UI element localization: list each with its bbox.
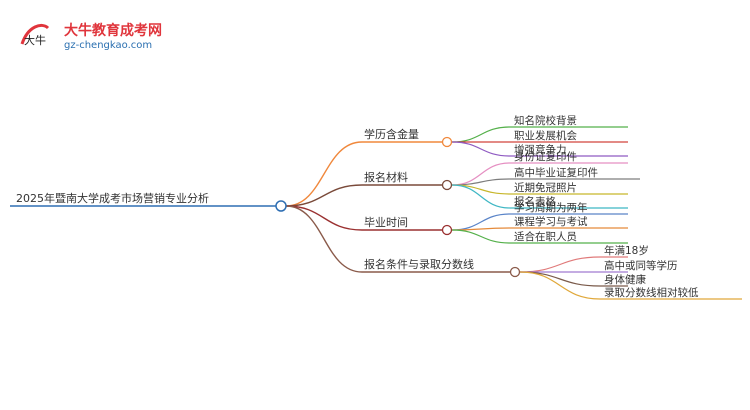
branch-node <box>441 179 453 191</box>
leaf-connector <box>451 141 511 157</box>
logo-mark-icon: 大牛 <box>20 23 50 47</box>
branch-label: 报名条件与录取分数线 <box>364 257 474 271</box>
branch-label: 学历含金量 <box>364 127 419 141</box>
branch-connector <box>285 205 363 231</box>
leaf-label: 学习周期为两年 <box>514 201 588 214</box>
branch-node <box>441 224 453 236</box>
branch-connector <box>285 205 363 273</box>
leaf-label: 高中毕业证复印件 <box>514 166 598 179</box>
branch-label: 报名材料 <box>364 170 408 184</box>
leaf-label: 增强竞争力 <box>514 143 567 156</box>
logo-mark-glyph: 大牛 <box>24 33 46 47</box>
leaf-label: 录取分数线相对较低 <box>604 286 699 299</box>
leaf-label: 身份证复印件 <box>514 150 577 163</box>
leaf-connector <box>519 271 601 300</box>
branch-label: 毕业时间 <box>364 216 408 229</box>
root-node <box>275 200 287 212</box>
leaf-connector <box>519 256 601 273</box>
leaf-label: 年满18岁 <box>604 244 649 257</box>
logo-brand-name: 大牛教育成考网 <box>64 23 162 39</box>
leaf-label: 职业发展机会 <box>514 129 577 142</box>
branch-connector <box>285 184 363 207</box>
branch-connector <box>285 141 363 207</box>
leaf-label: 高中或同等学历 <box>604 259 678 272</box>
branch-node <box>441 136 453 148</box>
leaf-connector <box>451 126 511 143</box>
site-logo[interactable]: 大牛 大牛教育成考网 gz-chengkao.com <box>10 14 170 54</box>
branch-node <box>509 266 521 278</box>
leaf-label: 知名院校背景 <box>514 114 577 127</box>
leaf-label: 身体健康 <box>604 273 646 286</box>
leaf-connector <box>519 271 601 287</box>
leaf-label: 适合在职人员 <box>514 230 577 243</box>
leaf-connector <box>451 229 511 244</box>
root-topic: 2025年暨南大学成考市场营销专业分析 <box>16 191 209 205</box>
leaf-connector <box>451 184 511 209</box>
leaf-label: 近期免冠照片 <box>514 181 577 194</box>
leaf-label: 报名表格 <box>514 195 556 208</box>
leaf-label: 课程学习与考试 <box>514 215 588 228</box>
logo-domain: gz-chengkao.com <box>64 40 153 51</box>
